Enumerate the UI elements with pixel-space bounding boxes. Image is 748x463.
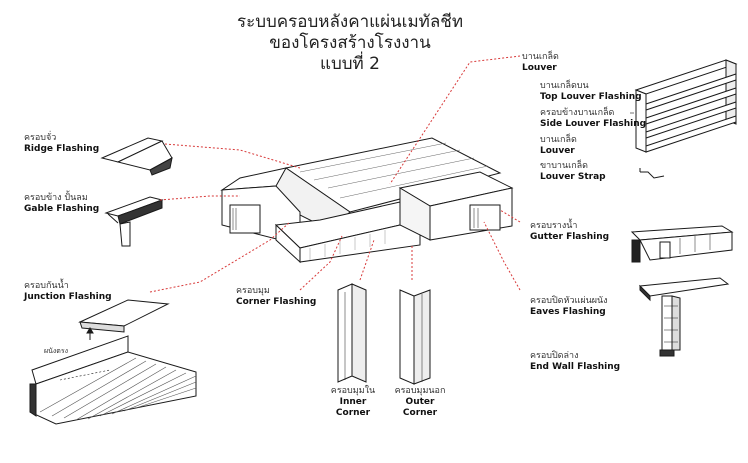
eaves-flashing-illustration <box>638 277 730 357</box>
louver-item-th: บานเกล็ด <box>540 135 577 145</box>
label-inner-corner: ครอบมุมใน Inner Corner <box>324 386 382 419</box>
gable-th: ครอบข้าง ปั้นลม <box>24 193 88 203</box>
label-gutter-flashing: ครอบรางน้ำ Gutter Flashing <box>530 221 609 243</box>
label-corner-flashing: ครอบมุม Corner Flashing <box>236 286 316 308</box>
label-top-louver-flashing: บานเกล็ดบน Top Louver Flashing <box>540 81 642 103</box>
gable-flashing-illustration <box>104 196 164 247</box>
label-side-louver-flashing: ครอบข้างบานเกล็ด Side Louver Flashing <box>540 108 646 130</box>
label-outer-corner: ครอบมุมนอก Outer Corner <box>388 386 452 419</box>
title-line-2: ของโครงสร้างโรงงาน <box>269 33 431 53</box>
gutter-illustration <box>630 225 734 263</box>
junction-en: Junction Flashing <box>24 292 112 302</box>
junction-flashing-illustration <box>78 299 170 340</box>
gutter-en: Gutter Flashing <box>530 232 610 242</box>
louver-item-en: Louver <box>540 146 575 156</box>
roof-sheet-illustration <box>29 335 197 425</box>
factory-building <box>220 137 514 264</box>
ridge-flashing-illustration <box>100 137 173 176</box>
right-door <box>469 204 501 231</box>
title-line-3: แบบที่ 2 <box>320 54 380 74</box>
title-line-1: ระบบครอบหลังคาแผ่นเมทัลชีท <box>236 12 464 32</box>
label-end-wall-flashing: ครอบปิดล่าง End Wall Flashing <box>530 351 620 373</box>
louver-th: บานเกล็ด <box>522 52 559 62</box>
front-block-wall <box>299 224 421 263</box>
inner-corner-en: Inner Corner <box>335 397 371 418</box>
inner-corner-illustration <box>337 283 367 383</box>
label-junction-flashing: ครอบกันน้ำ Junction Flashing <box>24 281 112 303</box>
top-louver-th: บานเกล็ดบน <box>540 81 589 91</box>
corner-th: ครอบมุม <box>236 286 270 296</box>
outer-corner-en: Outer Corner <box>402 397 438 418</box>
louver-illustration <box>634 59 738 179</box>
corner-en: Corner Flashing <box>236 297 317 307</box>
side-louver-en: Side Louver Flashing <box>540 119 647 129</box>
outer-corner-th: ครอบมุมนอก <box>394 386 446 396</box>
louver-strap-en: Louver Strap <box>540 172 606 182</box>
left-door <box>229 204 261 234</box>
inner-corner-th: ครอบมุมใน <box>330 386 376 396</box>
label-eaves-flashing: ครอบปิดหัวแผ่นผนัง Eaves Flashing <box>530 296 608 318</box>
gutter-th: ครอบรางน้ำ <box>530 221 578 231</box>
label-ridge-flashing: ครอบจั่ว Ridge Flashing <box>24 133 99 155</box>
label-louver-strap: ขาบานเกล็ด Louver Strap <box>540 161 606 183</box>
eaves-en: Eaves Flashing <box>530 307 606 317</box>
leader-lines <box>149 55 521 293</box>
ridge-th: ครอบจั่ว <box>24 133 57 143</box>
label-gable-flashing: ครอบข้าง ปั้นลม Gable Flashing <box>24 193 99 215</box>
outer-corner-illustration <box>399 289 431 385</box>
eaves-th: ครอบปิดหัวแผ่นผนัง <box>530 296 608 306</box>
label-wall-note: ผนังตรง <box>44 347 69 355</box>
ridge-en: Ridge Flashing <box>24 144 100 154</box>
endwall-en: End Wall Flashing <box>530 362 621 372</box>
junction-th: ครอบกันน้ำ <box>24 281 69 291</box>
gable-en: Gable Flashing <box>24 204 100 214</box>
side-louver-th: ครอบข้างบานเกล็ด <box>540 108 615 118</box>
louver-strap-th: ขาบานเกล็ด <box>540 161 589 171</box>
label-louver-item: บานเกล็ด Louver <box>540 135 577 157</box>
louver-en: Louver <box>522 63 557 73</box>
label-louver: บานเกล็ด Louver <box>522 52 559 74</box>
endwall-th: ครอบปิดล่าง <box>530 351 579 361</box>
top-louver-en: Top Louver Flashing <box>540 92 642 102</box>
